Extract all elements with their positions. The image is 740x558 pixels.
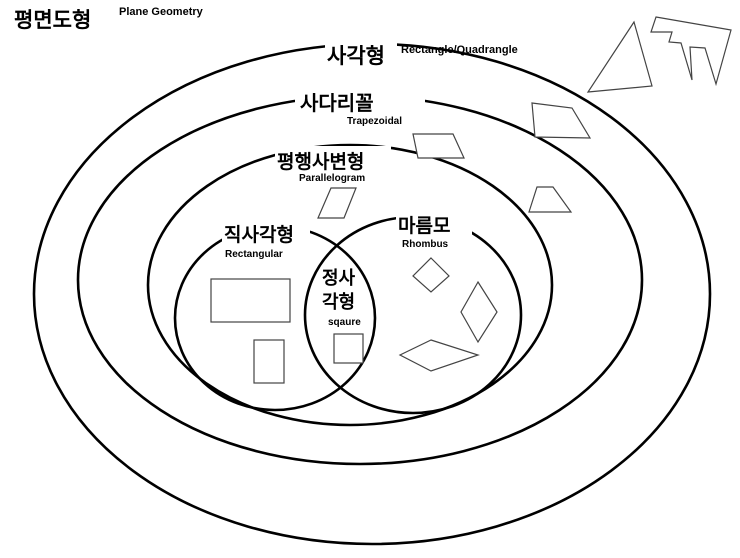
rectangle-label-english: Rectangular — [225, 249, 283, 260]
trapezoid-label-english: Trapezoidal — [347, 116, 402, 127]
square-label-korean-line2: 각형 — [322, 292, 355, 313]
trapezoid-shape-2 — [528, 186, 573, 213]
quadrangle-label-bg — [325, 40, 397, 68]
rhombus-label-korean: 마름모 — [398, 215, 450, 237]
rectangle-label-bg — [222, 218, 310, 244]
rectangle-shape-1 — [210, 278, 291, 323]
square-label-korean-line1: 정사 — [322, 268, 356, 289]
title-english: Plane Geometry — [119, 6, 204, 18]
trapezoid-shape-1 — [412, 133, 465, 159]
triangle-shape — [586, 20, 653, 93]
rhombus-shape-3 — [398, 339, 480, 372]
rhombus-label-bg — [396, 210, 472, 236]
title-korean: 평면도형 — [14, 8, 91, 32]
quadrangle-label-korean: 사각형 — [327, 44, 385, 68]
parallelogram-label-bg — [275, 146, 391, 172]
square-shape — [333, 333, 364, 364]
rhombus-label-english: Rhombus — [402, 239, 449, 250]
parallelogram-set — [146, 143, 554, 427]
parallelogram-label-korean: 평행사변형 — [277, 151, 364, 173]
rectangle-shape-2 — [253, 339, 285, 384]
rectangle-label-korean: 직사각형 — [224, 224, 294, 246]
rhombus-shape-2 — [460, 280, 498, 344]
quadrangle-label-english: Rectangle/Quadrangle — [401, 44, 518, 56]
trapezoid-label-bg — [295, 86, 425, 114]
quadrilateral-shape — [531, 102, 592, 139]
irregular-polygon-shape — [650, 16, 732, 87]
trapezoid-label-korean: 사다리꼴 — [300, 91, 374, 115]
rhombus-shape-1 — [412, 257, 450, 293]
parallelogram-label-english: Parallelogram — [299, 173, 365, 184]
parallelogram-shape — [317, 187, 357, 219]
square-label-english: sqaure — [328, 317, 361, 328]
